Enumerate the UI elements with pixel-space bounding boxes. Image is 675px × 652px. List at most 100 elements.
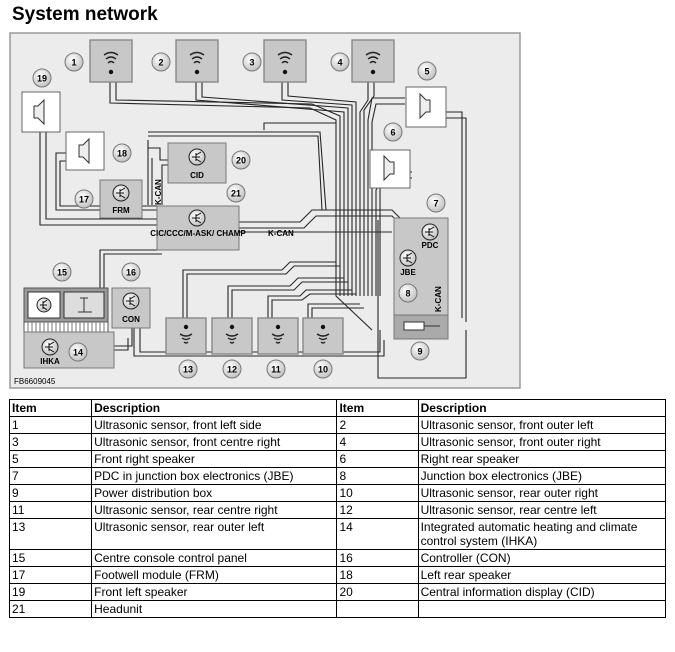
speaker-18 <box>65 131 105 171</box>
table-row: 3 Ultrasonic sensor, front centre right … <box>8 433 667 451</box>
description-cell: Integrated automatic heating and climate… <box>417 518 667 550</box>
description-cell: Ultrasonic sensor, front outer left <box>417 416 667 434</box>
svg-text:3: 3 <box>249 58 254 68</box>
callout-4: 4 <box>330 52 350 72</box>
ihka-label: IHKA <box>40 357 60 366</box>
centre-console-panel <box>23 287 109 333</box>
callout-3: 3 <box>242 52 262 72</box>
callout-21: 21 <box>226 183 246 203</box>
description-cell: Front right speaker <box>91 450 338 468</box>
svg-text:9: 9 <box>417 347 422 357</box>
table-row: 15 Centre console control panel 16 Contr… <box>8 549 667 567</box>
item-cell: 12 <box>336 501 419 519</box>
column-header: Description <box>417 399 667 417</box>
svg-text:18: 18 <box>117 149 127 159</box>
table-row: 19 Front left speaker 20 Central informa… <box>8 583 667 601</box>
item-cell: 5 <box>8 450 93 468</box>
item-cell: 16 <box>336 549 419 567</box>
item-cell: 11 <box>8 501 93 519</box>
callout-8: 8 <box>398 283 418 303</box>
speaker-5 <box>405 86 447 128</box>
description-cell: PDC in junction box electronics (JBE) <box>91 467 338 485</box>
item-cell: 13 <box>8 518 93 550</box>
description-cell: Power distribution box <box>91 484 338 502</box>
column-header: Description <box>91 399 338 417</box>
item-cell: 17 <box>8 566 93 584</box>
callout-7: 7 <box>426 193 446 213</box>
kcan-label-horizontal: K-CAN <box>268 229 294 238</box>
column-header: Item <box>336 399 419 417</box>
svg-text:21: 21 <box>231 189 241 199</box>
table-row: 7 PDC in junction box electronics (JBE) … <box>8 467 667 485</box>
legend-header-row: Item Description Item Description <box>8 399 667 417</box>
pdc-label: PDC <box>422 241 439 250</box>
callout-12: 12 <box>222 359 242 379</box>
ultrasonic-sensor-front <box>89 39 395 83</box>
item-cell: 10 <box>336 484 419 502</box>
item-cell: 18 <box>336 566 419 584</box>
svg-text:4: 4 <box>337 58 342 68</box>
svg-text:5: 5 <box>424 67 429 77</box>
item-cell: 6 <box>336 450 419 468</box>
callout-10: 10 <box>313 359 333 379</box>
description-cell: Ultrasonic sensor, front outer right <box>417 433 667 451</box>
svg-text:19: 19 <box>37 74 47 84</box>
description-cell: Junction box electronics (JBE) <box>417 467 667 485</box>
con-label: CON <box>122 315 140 324</box>
description-cell <box>417 600 667 618</box>
svg-text:8: 8 <box>405 289 410 299</box>
table-row: 1 Ultrasonic sensor, front left side 2 U… <box>8 416 667 434</box>
cid-label: CID <box>190 171 204 180</box>
item-cell: 4 <box>336 433 419 451</box>
description-cell: Headunit <box>91 600 338 618</box>
cid-unit <box>167 142 227 184</box>
svg-text:13: 13 <box>183 365 193 375</box>
item-cell: 14 <box>336 518 419 550</box>
table-row: 17 Footwell module (FRM) 18 Left rear sp… <box>8 566 667 584</box>
jbe-label: JBE <box>400 268 416 277</box>
description-cell: Controller (CON) <box>417 549 667 567</box>
svg-text:17: 17 <box>79 195 89 205</box>
callout-19: 19 <box>32 68 52 88</box>
item-cell: 8 <box>336 467 419 485</box>
callout-13: 13 <box>178 359 198 379</box>
item-cell: 1 <box>8 416 93 434</box>
description-cell: Footwell module (FRM) <box>91 566 338 584</box>
description-cell: Centre console control panel <box>91 549 338 567</box>
frm-unit <box>99 179 143 219</box>
callout-11: 11 <box>266 359 286 379</box>
svg-text:15: 15 <box>57 268 67 278</box>
con-unit <box>111 287 151 329</box>
item-cell: 2 <box>336 416 419 434</box>
callout-2: 2 <box>151 52 171 72</box>
callouts: 1 2 3 4 5 6 7 8 9 10 11 12 13 14 15 16 1… <box>32 52 446 379</box>
speaker-19 <box>21 91 61 133</box>
headunit-label: CIC/CCC/M-ASK/ CHAMP <box>150 229 246 238</box>
description-cell: Ultrasonic sensor, rear centre right <box>91 501 338 519</box>
table-row: 9 Power distribution box 10 Ultrasonic s… <box>8 484 667 502</box>
legend-table: Item Description Item Description 1 Ultr… <box>8 399 667 618</box>
svg-text:16: 16 <box>126 268 136 278</box>
table-row: 21 Headunit <box>8 600 667 618</box>
callout-1: 1 <box>64 52 84 72</box>
callout-14: 14 <box>68 342 88 362</box>
callout-17: 17 <box>74 189 94 209</box>
item-cell: 21 <box>8 600 93 618</box>
svg-text:10: 10 <box>318 365 328 375</box>
callout-20: 20 <box>231 150 251 170</box>
svg-text:11: 11 <box>271 365 281 375</box>
callout-18: 18 <box>112 143 132 163</box>
page-title: System network <box>12 4 158 25</box>
svg-text:14: 14 <box>73 348 83 358</box>
callout-16: 16 <box>121 262 141 282</box>
ultrasonic-sensor-rear <box>165 317 344 355</box>
table-row: 5 Front right speaker 6 Right rear speak… <box>8 450 667 468</box>
item-cell <box>336 600 419 618</box>
callout-9: 9 <box>410 341 430 361</box>
item-cell: 7 <box>8 467 93 485</box>
frm-label: FRM <box>112 206 130 215</box>
item-cell: 19 <box>8 583 93 601</box>
kcan-label-vertical: K-CAN <box>154 179 163 205</box>
svg-text:1: 1 <box>71 58 76 68</box>
description-cell: Ultrasonic sensor, front left side <box>91 416 338 434</box>
